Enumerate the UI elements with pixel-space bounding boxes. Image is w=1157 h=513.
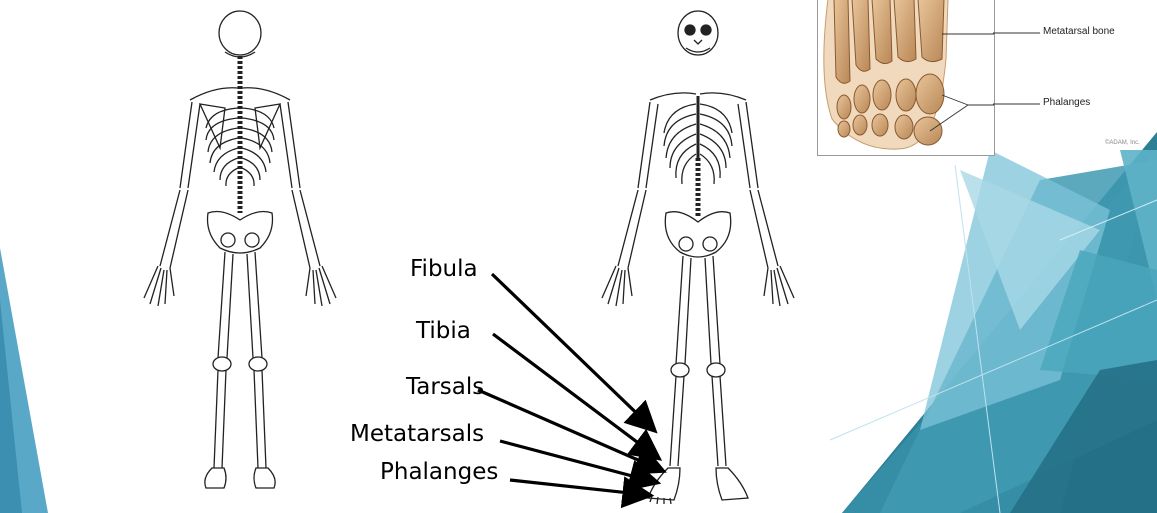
inset-phalanges-label: Phalanges xyxy=(1043,97,1090,108)
metatarsal-bone-label: Metatarsal bone xyxy=(1043,26,1115,37)
adam-credit: ©ADAM, Inc. xyxy=(1105,140,1140,146)
